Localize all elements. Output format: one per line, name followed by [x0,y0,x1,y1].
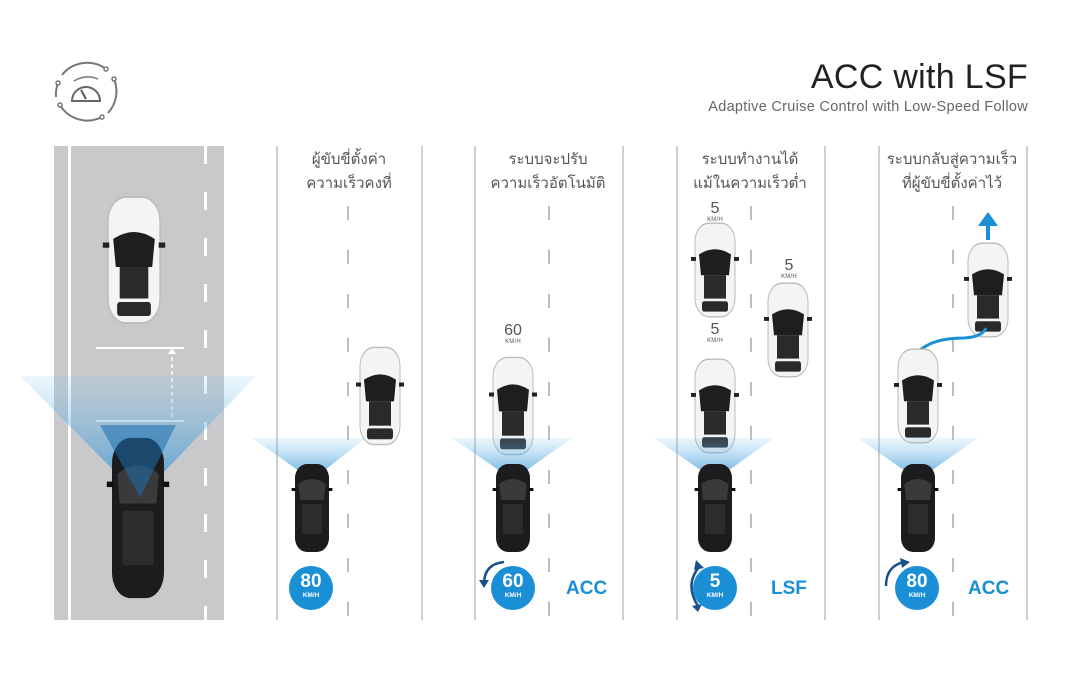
set-speed-badge: 80 KM/H [895,566,939,610]
radar-beam [858,438,978,480]
caption-line: ระบบจะปรับ [508,151,588,168]
lead-speed-label: 5 KM/H [771,257,807,281]
panel-2-scene [452,356,572,552]
speed-value: 60 [504,322,522,339]
caption-line: ความเร็วอัตโนมัติ [490,175,606,192]
speed-value: 60 [502,571,524,592]
panel-4-scene [858,212,1013,552]
radar-beam [252,438,366,480]
lane-divider [750,206,752,620]
set-speed-badge: 60 KM/H [491,566,535,610]
caption-line: ที่ผู้ขับขี่ตั้งค่าไว้ [901,175,1003,192]
lane-divider [952,206,954,620]
speed-value: 80 [300,571,322,592]
speed-unit: KM/H [707,338,723,344]
lane-divider [347,206,349,620]
stop-and-go-arrow-icon [690,560,704,612]
column-separator [276,146,278,620]
lead-speed-label: 5 KM/H [697,200,733,224]
radar-detection-diagram [20,196,256,599]
speed-unit: KM/H [302,592,320,599]
speed-value: 5 [709,571,721,592]
panel-1-caption: ผู้ขับขี่ตั้งค่า ความเร็วคงที่ [269,148,429,196]
lead-vehicle-changing-lane [963,242,1013,338]
mode-label: LSF [771,578,807,599]
column-separator [622,146,624,620]
lead-speed-label: 5 KM/H [697,321,733,345]
mode-label: ACC [566,578,608,599]
speedometer-logo [48,57,122,127]
speed-increase-arrow-icon [884,558,910,587]
direction-arrow-icon [978,212,998,226]
ego-vehicle [291,464,333,552]
panel-3-scene [654,222,813,552]
speed-unit: KM/H [781,274,797,280]
ego-vehicle [694,464,736,552]
speed-unit: KM/H [908,592,926,599]
speed-unit: KM/H [505,339,521,345]
caption-line: ผู้ขับขี่ตั้งค่า [311,151,387,168]
speed-unit: KM/H [504,592,522,599]
column-separator [421,146,423,620]
lead-vehicle [763,282,813,378]
caption-line: แม้ในความเร็วต่ำ [693,175,807,192]
ego-vehicle [897,464,939,552]
radar-beam [654,438,774,480]
lead-vehicle [355,346,405,446]
ego-vehicle [492,464,534,552]
ego-vehicle-front [893,348,943,444]
caption-line: ระบบกลับสู่ความเร็ว [886,151,1018,168]
speed-unit: KM/H [707,217,723,223]
speed-value: 5 [784,257,794,274]
lane-change-path [916,327,988,354]
caption-line: ความเร็วคงที่ [306,175,392,192]
speed-value: 5 [710,321,720,338]
set-speed-badge: 80 KM/H [289,566,333,610]
lane-divider [548,206,550,620]
lead-vehicle [101,196,167,324]
column-separator [676,146,678,620]
column-separator [1026,146,1028,620]
page-subtitle: Adaptive Cruise Control with Low-Speed F… [708,99,1028,115]
column-separator [878,146,880,620]
speed-decrease-arrow-icon [479,560,505,588]
set-speed-badge: 5 KM/H [693,566,737,610]
radar-beam [452,438,572,480]
column-separator [474,146,476,620]
mode-label: ACC [968,578,1010,599]
panel-4-caption: ระบบกลับสู่ความเร็ว ที่ผู้ขับขี่ตั้งค่าไ… [872,148,1032,196]
speed-unit: KM/H [706,592,724,599]
panel-3-caption: ระบบทำงานได้ แม้ในความเร็วต่ำ [670,148,830,196]
column-separator [824,146,826,620]
speed-value: 5 [710,200,720,217]
lead-vehicle [690,222,740,318]
speed-value: 80 [906,571,928,592]
panel-1-scene [252,346,405,552]
page-title: ACC with LSF [810,58,1028,96]
caption-line: ระบบทำงานได้ [701,151,799,168]
speedometer-icon [54,61,118,122]
panel-2-caption: ระบบจะปรับ ความเร็วอัตโนมัติ [468,148,628,196]
lead-speed-label: 60 KM/H [495,322,531,346]
